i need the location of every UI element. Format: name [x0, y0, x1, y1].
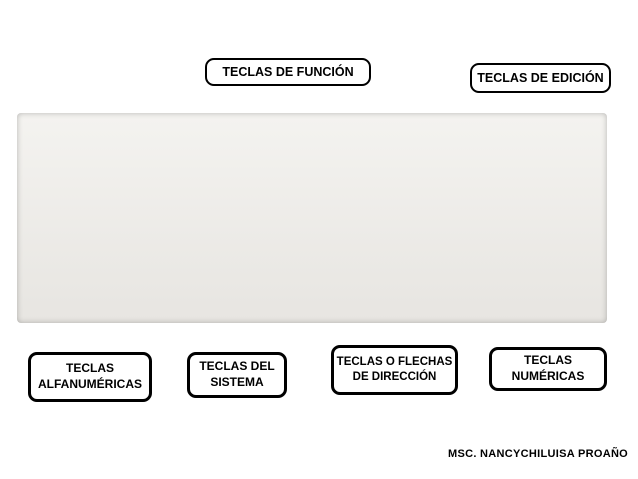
keyboard-body	[17, 113, 607, 323]
callout-teclas-numericas: TECLAS NUMÉRICAS	[489, 347, 607, 391]
callout-label: TECLAS O FLECHAS DE DIRECCIÓN	[336, 356, 453, 383]
callout-teclas-flechas-direccion: TECLAS O FLECHAS DE DIRECCIÓN	[331, 345, 458, 395]
callout-label: TECLAS ALFANUMÉRICAS	[38, 361, 142, 391]
callout-label: TECLAS DE EDICIÓN	[477, 70, 604, 85]
callout-teclas-alfanumericas: TECLAS ALFANUMÉRICAS	[28, 352, 152, 402]
callout-label: TECLAS DEL SISTEMA	[199, 359, 275, 389]
callout-teclas-de-edicion: TECLAS DE EDICIÓN	[470, 63, 611, 93]
callout-label: TECLAS DE FUNCIÓN	[222, 64, 354, 79]
author-attribution: MSC. NANCYCHILUISA PROAÑO	[448, 448, 629, 460]
callout-label: TECLAS NUMÉRICAS	[511, 353, 585, 383]
callout-teclas-de-funcion: TECLAS DE FUNCIÓN	[205, 58, 371, 86]
callout-teclas-del-sistema: TECLAS DEL SISTEMA	[187, 352, 287, 398]
